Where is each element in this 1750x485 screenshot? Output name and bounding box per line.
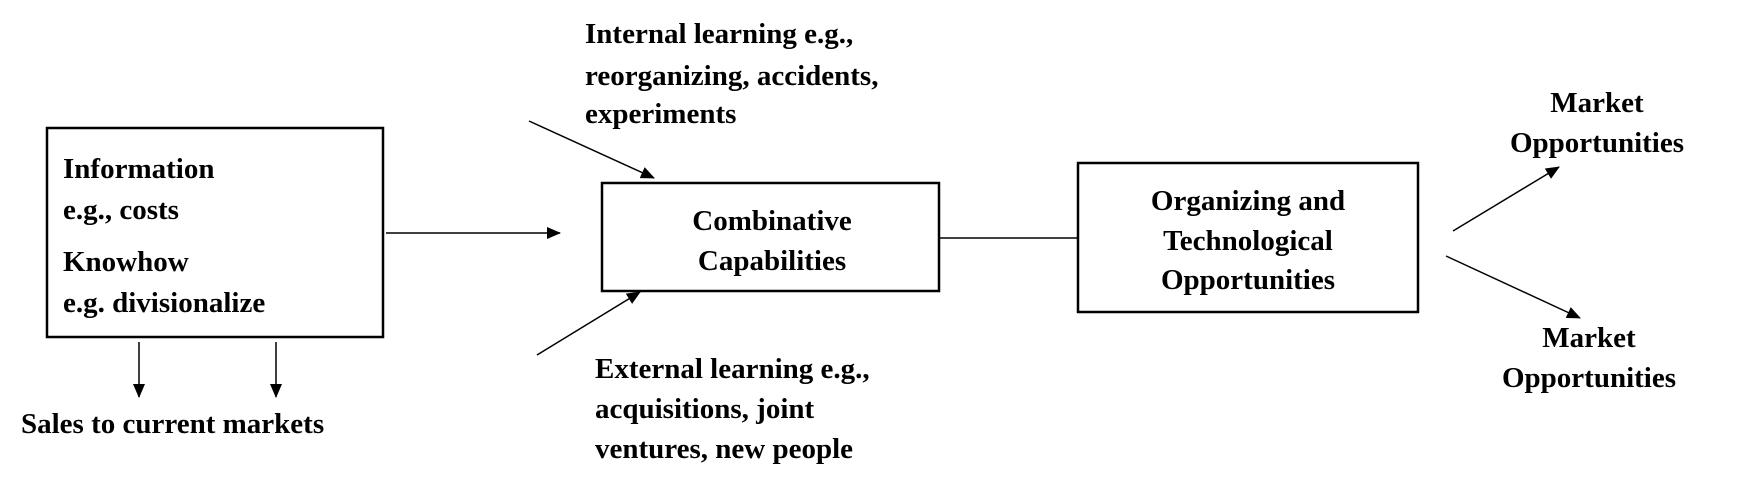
organizing-line-2: Technological — [1163, 225, 1333, 257]
information-box — [45, 126, 385, 339]
internal-learning-line-2: reorganizing, accidents, — [585, 60, 878, 92]
market-top-line-1: Market — [1550, 87, 1644, 119]
external-learning-line-2: acquisitions, joint — [595, 393, 814, 425]
arrow-internal-to-combinative — [528, 120, 655, 179]
organizing-line-3: Opportunities — [1161, 264, 1335, 296]
market-bottom-line-2: Opportunities — [1502, 362, 1676, 394]
sales-label: Sales to current markets — [21, 408, 324, 440]
combinative-line-2: Capabilities — [698, 245, 846, 277]
combinative-box — [600, 181, 941, 293]
information-example: e.g., costs — [63, 194, 179, 226]
organizing-box — [1076, 161, 1420, 314]
internal-learning-line-1: Internal learning e.g., — [585, 18, 853, 50]
arrow-external-to-combinative — [536, 291, 641, 356]
arrow-to-market-top — [1452, 166, 1560, 232]
information-label: Information — [63, 153, 214, 185]
knowhow-example: e.g. divisionalize — [63, 287, 265, 319]
knowhow-label: Knowhow — [63, 246, 189, 278]
external-learning-line-1: External learning e.g., — [595, 353, 870, 385]
arrow-to-market-bottom — [1445, 255, 1581, 319]
market-bottom-line-1: Market — [1542, 322, 1636, 354]
market-top-line-2: Opportunities — [1510, 127, 1684, 159]
combinative-line-1: Combinative — [692, 205, 852, 237]
external-learning-line-3: ventures, new people — [595, 433, 853, 465]
internal-learning-line-3: experiments — [585, 98, 736, 130]
organizing-line-1: Organizing and — [1151, 185, 1345, 217]
